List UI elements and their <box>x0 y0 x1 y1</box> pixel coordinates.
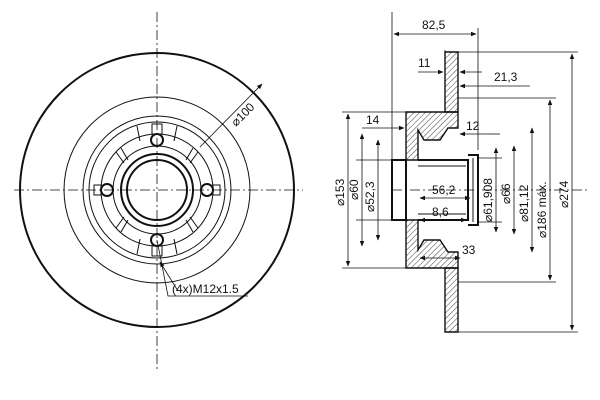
dim-hub-step: 12 <box>466 119 480 133</box>
disc-inner-friction-circle <box>63 96 251 284</box>
rotor-section <box>444 51 459 113</box>
hat-section-lower <box>405 219 459 269</box>
dim-dia-153: ⌀153 <box>333 178 347 206</box>
dim-bearing-depth: 56,2 <box>432 183 456 197</box>
hat-outer-circle <box>82 115 232 265</box>
section-view: 82,5 11 21,3 14 12 56,2 8,6 33 ⌀153 ⌀60 … <box>333 12 590 333</box>
hat-ring-circle <box>88 121 226 259</box>
hub-bore-outer <box>120 153 194 227</box>
disc-outer-circle <box>19 52 295 328</box>
front-view: ⌀100 (4x)M12x1.5 <box>14 12 303 370</box>
hub-ribs <box>115 125 199 255</box>
dim-dia-81-12: ⌀81,12 <box>517 184 531 222</box>
dim-dia-186: ⌀186 máx. <box>535 181 549 238</box>
bolt-spec-label: (4x)M12x1.5 <box>172 282 239 296</box>
hat-section-upper <box>405 111 459 161</box>
dim-hat-thickness: 11 <box>418 56 431 70</box>
rotor-section-lower <box>444 267 459 333</box>
dim-dia-60: ⌀60 <box>347 179 361 200</box>
dim-dia-274: ⌀274 <box>557 180 571 208</box>
dim-disc-offset: 21,3 <box>494 70 518 84</box>
dim-total-width: 82,5 <box>422 18 446 32</box>
dim-dia-66: ⌀66 <box>499 183 513 204</box>
hub-bore-inner <box>126 159 188 221</box>
dim-hub-length: 33 <box>462 243 476 257</box>
bolt-circle-dia-label: ⌀100 <box>228 100 257 129</box>
dim-dia-52-3: ⌀52,3 <box>363 181 377 212</box>
dim-shoulder: 8,6 <box>432 205 449 219</box>
dim-dia-61-908: ⌀61,908 <box>481 178 495 222</box>
stud-holes <box>93 123 221 257</box>
dim-flange-depth: 14 <box>366 113 380 127</box>
